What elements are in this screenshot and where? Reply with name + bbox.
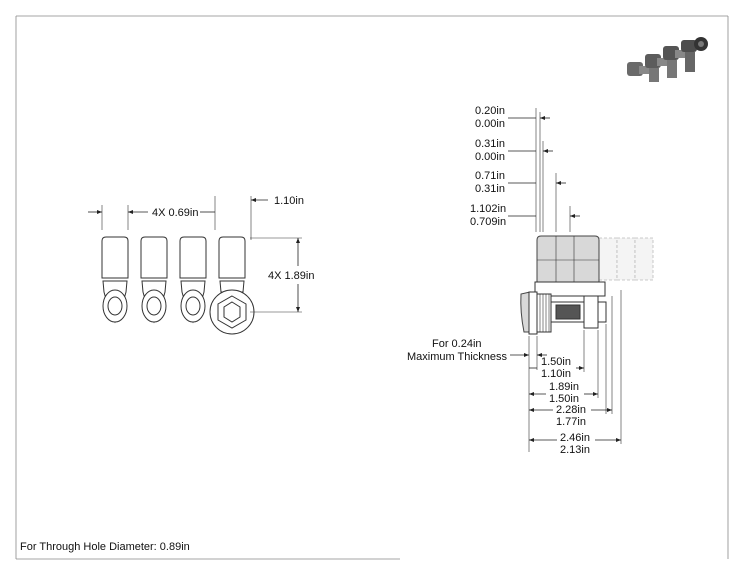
- dimension-count-spacing: 4X 0.69in: [88, 196, 216, 230]
- sheet-border: [15, 15, 729, 560]
- cam-side-view: [520, 235, 654, 335]
- count-spacing-label: 4X 0.69in: [152, 207, 198, 219]
- cam-part-3: [179, 236, 207, 324]
- len3-max-label: 2.28in: [556, 404, 586, 416]
- rot4-max-label: 1.102in: [470, 203, 506, 215]
- cam-length-label: 4X 1.89in: [268, 270, 314, 282]
- dimension-rotation-4: 1.102in 0.709in: [470, 203, 580, 232]
- thickness-note-line2: Maximum Thickness: [407, 351, 508, 363]
- through-hole-note: For Through Hole Diameter: 0.89in: [20, 541, 190, 553]
- dimension-cam-offset: 1.10in: [250, 195, 304, 240]
- dimension-length-4: 2.46in 2.13in: [529, 432, 621, 456]
- cam-front-view: [101, 236, 255, 335]
- product-thumbnail-image: [627, 37, 708, 82]
- cam-part-4-with-nut: [209, 236, 255, 335]
- len4-min-label: 2.13in: [560, 444, 590, 456]
- len1-max-label: 1.50in: [541, 356, 571, 368]
- cam-part-1: [101, 236, 129, 324]
- cam-offset-label: 1.10in: [274, 195, 304, 207]
- side-view-extension-lines: [528, 290, 622, 452]
- rot1-max-label: 0.20in: [475, 105, 505, 117]
- thickness-note-line1: For 0.24in: [432, 338, 482, 350]
- dimension-length-3: 2.28in 1.77in: [529, 404, 612, 428]
- len2-min-label: 1.50in: [549, 393, 579, 405]
- rot3-min-label: 0.31in: [475, 183, 505, 195]
- rot2-min-label: 0.00in: [475, 151, 505, 163]
- dimension-cam-length: 4X 1.89in: [250, 237, 314, 313]
- rot4-min-label: 0.709in: [470, 216, 506, 228]
- rot1-min-label: 0.00in: [475, 118, 505, 130]
- dimension-length-1: 1.50in 1.10in: [529, 356, 584, 380]
- dimension-length-2: 1.89in 1.50in: [529, 381, 598, 405]
- cam-part-2: [140, 236, 168, 324]
- thickness-note: For 0.24in Maximum Thickness: [407, 338, 547, 363]
- len4-max-label: 2.46in: [560, 432, 590, 444]
- rot3-max-label: 0.71in: [475, 170, 505, 182]
- dimension-rotation-2: 0.31in 0.00in: [475, 138, 553, 232]
- rot2-max-label: 0.31in: [475, 138, 505, 150]
- dimension-rotation-1: 0.20in 0.00in: [475, 105, 550, 232]
- len1-min-label: 1.10in: [541, 368, 571, 380]
- dimension-rotation-3: 0.71in 0.31in: [475, 170, 566, 232]
- len3-min-label: 1.77in: [556, 416, 586, 428]
- len2-max-label: 1.89in: [549, 381, 579, 393]
